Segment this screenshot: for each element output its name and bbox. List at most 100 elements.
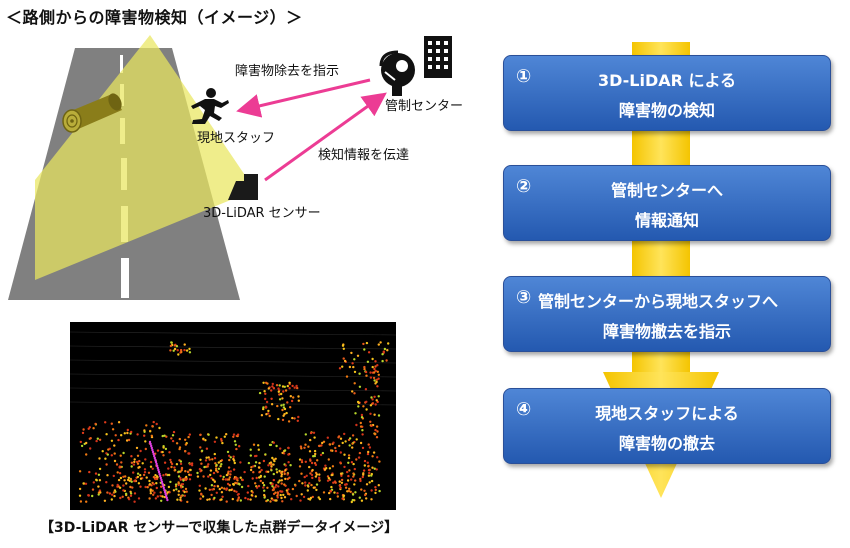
point-cloud-point: [348, 365, 352, 369]
point-cloud-point: [368, 446, 372, 449]
point-cloud-point: [254, 495, 257, 498]
point-cloud-point: [189, 473, 193, 477]
point-cloud-point: [352, 365, 355, 369]
point-cloud-point: [288, 493, 291, 496]
point-cloud-point: [269, 463, 273, 466]
point-cloud-point: [213, 480, 216, 483]
point-cloud-point: [207, 433, 210, 436]
point-cloud-point: [96, 437, 99, 440]
point-cloud-point: [308, 482, 311, 485]
point-cloud-point: [376, 430, 379, 433]
point-cloud-point: [160, 485, 163, 488]
point-cloud-point: [220, 498, 223, 501]
point-cloud-point: [223, 487, 226, 490]
point-cloud-point: [167, 467, 170, 470]
point-cloud-point: [169, 349, 172, 352]
point-cloud-point: [215, 491, 218, 494]
point-cloud-point: [225, 473, 229, 477]
point-cloud-point: [363, 464, 366, 467]
point-cloud-point: [97, 473, 101, 476]
point-cloud-point: [350, 500, 353, 504]
point-cloud-point: [232, 455, 235, 458]
point-cloud-point: [257, 484, 261, 488]
point-cloud-point: [262, 486, 265, 489]
point-cloud-point: [98, 457, 101, 460]
point-cloud-point: [85, 500, 88, 503]
point-cloud-point: [228, 484, 231, 487]
point-cloud-point: [227, 454, 231, 457]
operator-headset-icon: [379, 50, 415, 96]
point-cloud-point: [149, 492, 152, 495]
point-cloud-point: [208, 498, 211, 501]
point-cloud-point: [280, 404, 283, 407]
point-cloud-point: [286, 477, 289, 481]
point-cloud-point: [362, 472, 365, 475]
point-cloud-point: [315, 488, 318, 492]
point-cloud-point: [218, 487, 221, 491]
point-cloud-point: [346, 470, 349, 474]
point-cloud-point: [132, 471, 135, 474]
point-cloud-point: [172, 489, 176, 492]
point-cloud-point: [310, 461, 314, 465]
point-cloud-point: [133, 479, 136, 483]
point-cloud-point: [79, 440, 82, 444]
point-cloud-point: [133, 458, 136, 461]
point-cloud-point: [177, 481, 180, 484]
point-cloud-point: [202, 475, 205, 478]
point-cloud-point: [241, 478, 244, 482]
point-cloud-point: [300, 493, 303, 496]
step-1-number: ①: [516, 66, 532, 87]
point-cloud-point: [105, 463, 108, 466]
point-cloud-point: [165, 494, 168, 498]
point-cloud-point: [152, 420, 155, 424]
point-cloud-point: [272, 463, 275, 466]
point-cloud-point: [122, 475, 125, 478]
point-cloud-point: [85, 441, 88, 445]
point-cloud-point: [343, 465, 346, 469]
point-cloud-point: [117, 438, 120, 442]
point-cloud-point: [94, 422, 97, 426]
step-1-line2: 障害物の検知: [618, 101, 715, 120]
point-cloud-point: [362, 405, 365, 408]
point-cloud-point: [282, 493, 285, 497]
point-cloud-point: [338, 484, 342, 487]
point-cloud-point: [300, 472, 303, 475]
point-cloud-point: [179, 460, 183, 463]
point-cloud-point: [122, 489, 125, 492]
point-cloud-point: [173, 466, 176, 469]
point-cloud-point: [199, 458, 202, 461]
control-center-label: 管制センター: [385, 99, 464, 114]
point-cloud-point: [85, 453, 88, 456]
point-cloud-point: [374, 365, 377, 368]
point-cloud-point: [378, 460, 381, 463]
point-cloud-point: [183, 490, 186, 494]
point-cloud-point: [289, 406, 292, 409]
point-cloud-point: [251, 477, 254, 480]
point-cloud-point: [232, 435, 235, 438]
point-cloud-point: [343, 453, 346, 456]
point-cloud-point: [312, 486, 315, 489]
point-cloud-point: [367, 351, 371, 354]
point-cloud-point: [311, 495, 314, 499]
step-2-box: ② 管制センターへ 情報通知: [503, 165, 831, 241]
step-4-number: ④: [516, 399, 532, 420]
point-cloud-point: [353, 392, 356, 395]
point-cloud-point: [164, 473, 168, 476]
point-cloud-point: [373, 413, 376, 416]
point-cloud-point: [347, 461, 350, 464]
point-cloud-point: [358, 451, 362, 455]
building-icon: [424, 36, 452, 78]
point-cloud-point: [298, 458, 302, 461]
point-cloud-point: [370, 498, 373, 501]
point-cloud-point: [268, 414, 271, 418]
point-cloud-point: [362, 342, 365, 346]
point-cloud-point: [252, 471, 255, 474]
point-cloud-point: [360, 499, 364, 502]
point-cloud-point: [166, 491, 169, 494]
point-cloud-point: [271, 456, 274, 460]
point-cloud-point: [250, 494, 253, 497]
point-cloud-point: [251, 491, 254, 494]
point-cloud-point: [121, 495, 124, 498]
point-cloud-point: [168, 473, 171, 477]
point-cloud-point: [295, 384, 298, 388]
